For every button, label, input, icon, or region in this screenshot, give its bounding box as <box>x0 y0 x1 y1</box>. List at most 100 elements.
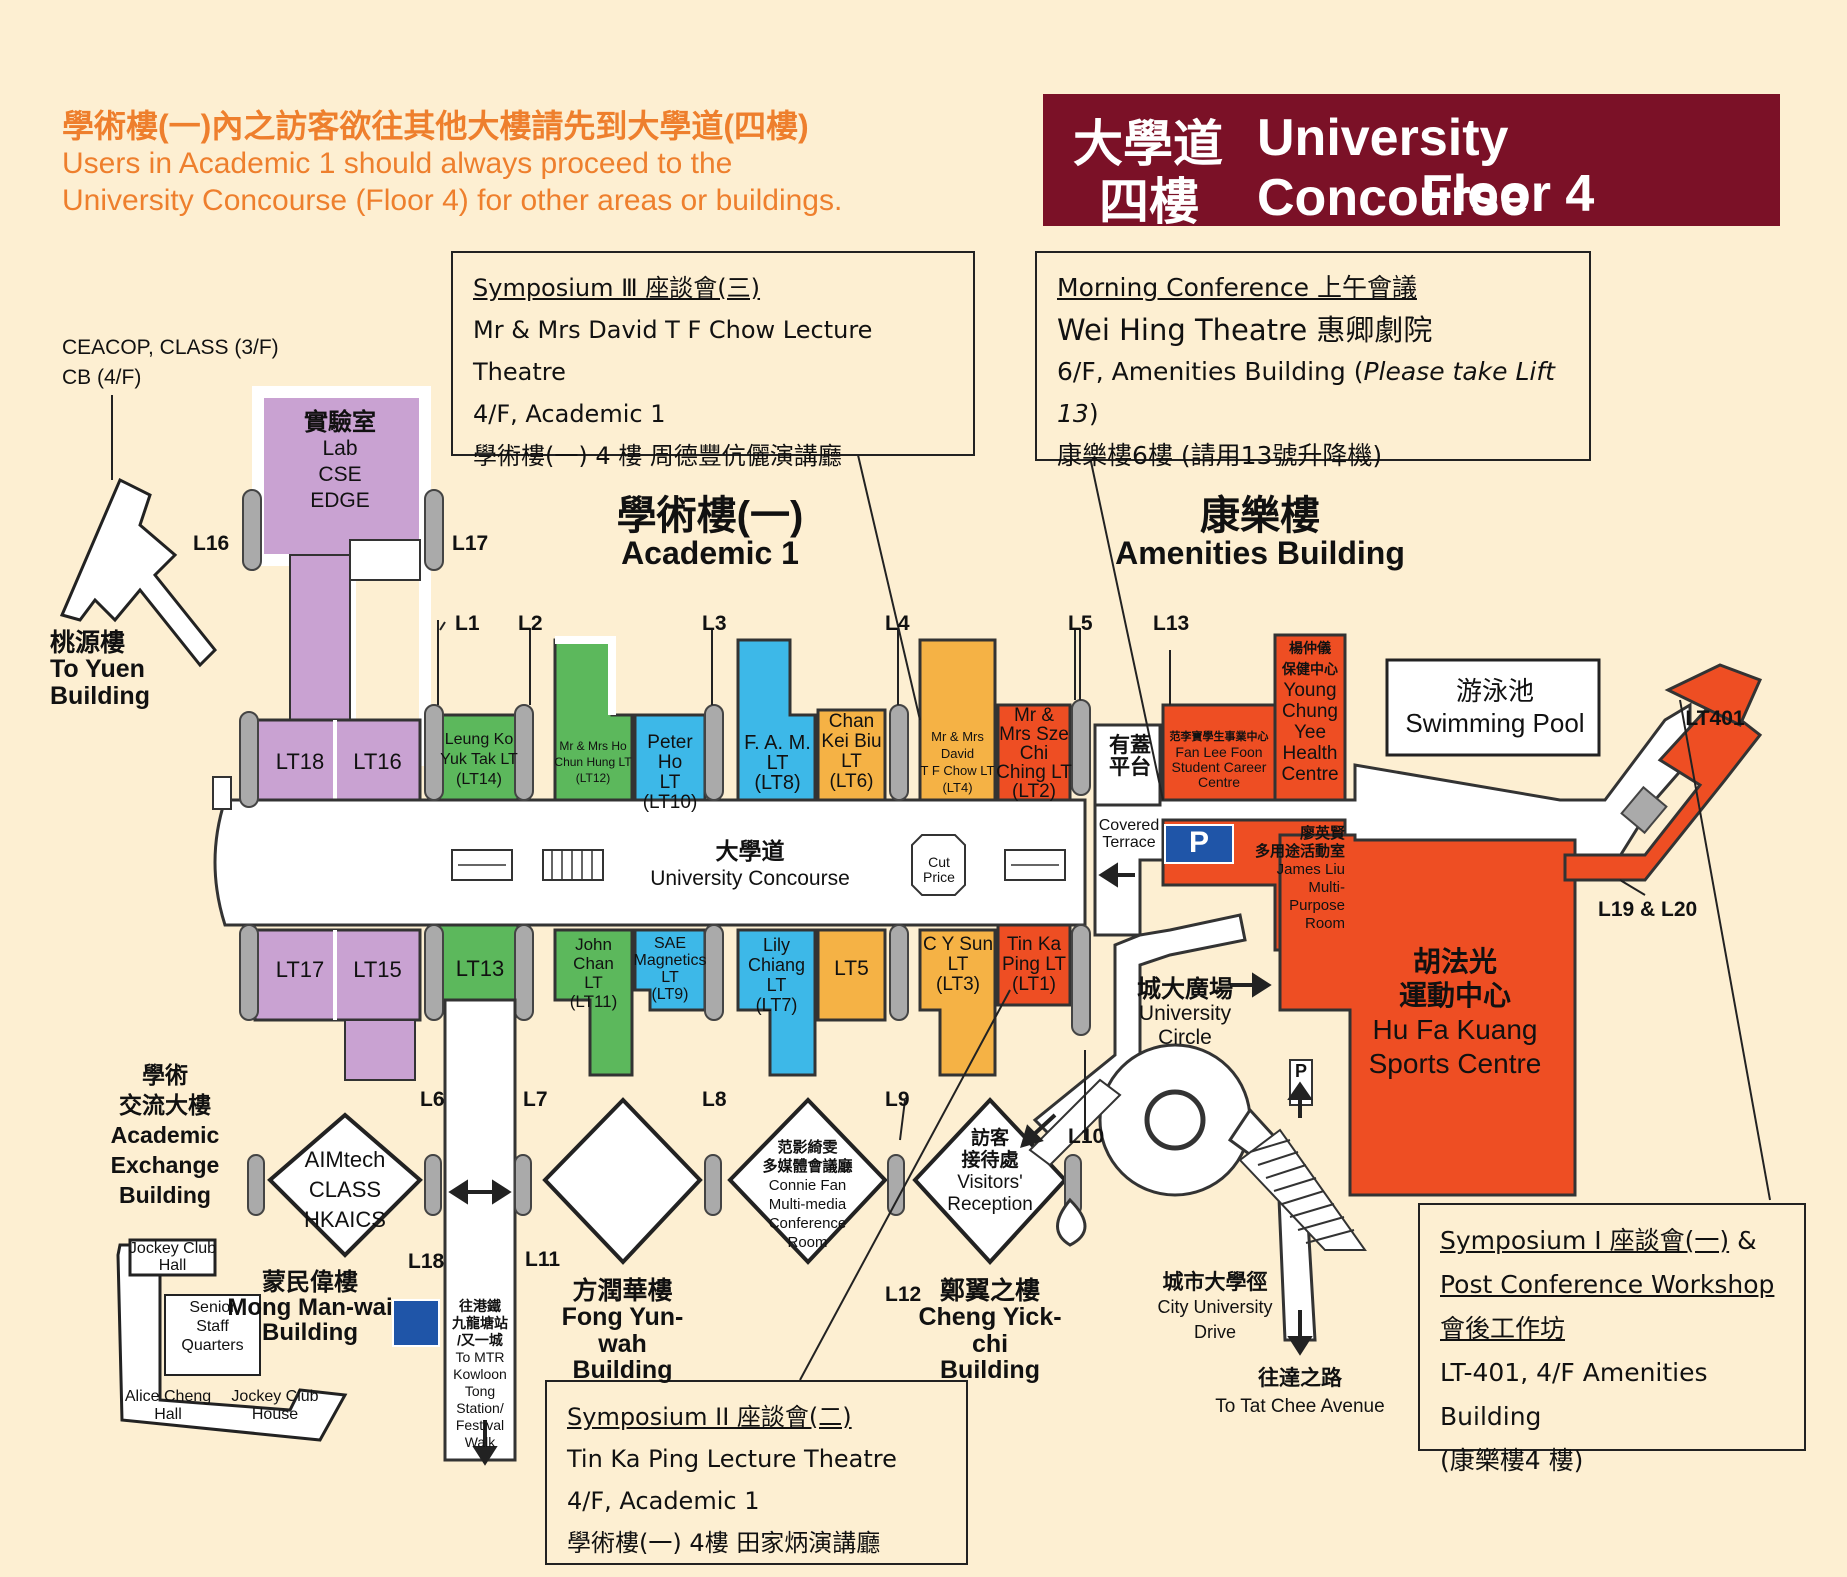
lt6-b: Kei Biu <box>821 731 882 752</box>
lt17-label: LT17 <box>275 957 325 982</box>
mtr-cn-1: 往港鐵 <box>459 1298 501 1314</box>
lt9-a: SAE <box>653 935 686 952</box>
concourse-en: University Concourse <box>650 867 850 890</box>
symposium-2-floor: 4/F, Academic 1 <box>567 1487 760 1515</box>
vr-cn-2: 接待處 <box>961 1150 1019 1171</box>
mtr-en-5: Festival <box>455 1417 505 1433</box>
jchouse-2: House <box>251 1406 299 1423</box>
mmw-cn: 蒙民偉樓 <box>262 1269 358 1296</box>
amenities-cn: 康樂樓 <box>1200 494 1320 538</box>
cf-cn-2: 多媒體會議廳 <box>762 1158 853 1175</box>
parking-icon: P <box>1188 826 1209 859</box>
floor-title: 大學道 四樓 University Concourse Floor 4 <box>1043 94 1780 230</box>
symposium-2-venue-cn: 學術樓(一) 4樓 田家炳演講廳 <box>567 1529 881 1557</box>
cud-en-2: Drive <box>1193 1322 1236 1342</box>
lt1-a: Tin Ka <box>1006 934 1062 955</box>
cud-cn: 城市大學徑 <box>1162 1271 1268 1294</box>
symposium-1-workshop-cn: 會後工作坊 <box>1440 1314 1566 1343</box>
cb-text: CB (4/F) <box>62 366 142 389</box>
title-en-2: Floor 4 <box>1421 165 1595 223</box>
symposium-2-heading: Symposium II 座談會(二) <box>567 1403 852 1431</box>
lt9-b: Magnetics <box>633 952 707 969</box>
cud-en-1: City University <box>1157 1297 1273 1317</box>
james-liu-label: 廖英賢 多用途活動室 James Liu Multi- Purpose Room <box>1230 825 1345 933</box>
lift-l18: L18 <box>408 1250 445 1273</box>
city-university-drive-label: 城市大學徑 City University Drive <box>1150 1270 1280 1345</box>
lt14-label: Leung Ko Yuk Tak LT (LT14) <box>438 730 520 790</box>
lt2-e: (LT2) <box>1012 781 1056 802</box>
lt9-d: (LT9) <box>651 986 689 1003</box>
jch-1: Jockey Club <box>128 1240 217 1257</box>
to-yuen-cn: 桃源樓 <box>50 629 126 657</box>
lt1-c: (LT1) <box>1012 974 1056 995</box>
title-cn-2: 四樓 <box>1099 174 1199 230</box>
jl-cn-1: 廖英賢 <box>1299 825 1345 842</box>
lt10-a: Peter Ho <box>647 732 693 773</box>
jchouse-1: Jockey Club <box>231 1388 319 1405</box>
tca-en: To Tat Chee Avenue <box>1215 1396 1385 1417</box>
jl-en-2: Multi- <box>1308 879 1345 896</box>
mtr-en-6: Walk <box>464 1434 496 1450</box>
lift-l1: L1 <box>455 612 480 635</box>
lt5-label: LT5 <box>834 957 869 980</box>
ycy-en-4: Health <box>1282 743 1338 764</box>
visitors-reception-label: 訪客 接待處 Visitors' Reception <box>920 1128 1060 1216</box>
lt8-b: LT <box>766 752 789 774</box>
lt14-a: Leung Ko <box>444 731 514 748</box>
connie-fan-label: 范影綺雯 多媒體會議廳 Connie Fan Multi-media Confe… <box>755 1138 860 1252</box>
uc-en-1: University <box>1138 1002 1232 1025</box>
morning-floor: 6/F, Amenities Building (Please take Lif… <box>1057 351 1569 435</box>
cf-en-1: Connie Fan <box>768 1177 847 1194</box>
lt2-a: Mr & <box>1013 705 1055 726</box>
covered-en-2: Terrace <box>1102 833 1156 851</box>
lift-l3: L3 <box>702 612 727 635</box>
symposium-3-venue-cn: 學術樓(一) 4 樓 周德豐伉儷演講廳 <box>473 442 842 470</box>
lt7-a: Lily <box>762 935 790 955</box>
vr-en: Visitors' Reception <box>947 1172 1033 1215</box>
lab-en: Lab <box>322 437 358 460</box>
symposium-1-box: Symposium I 座談會(一) & Post Conference Wor… <box>1418 1203 1806 1475</box>
mtr-en-4: Station/ <box>456 1400 504 1416</box>
morning-venue-cn: 康樂樓6樓 (請用13號升降機) <box>1057 441 1383 470</box>
notice-banner: 學術樓(一)內之訪客欲往其他大樓請先到大學道(四樓) Users in Acad… <box>62 108 842 219</box>
lift-l8: L8 <box>702 1088 727 1111</box>
symposium-1-workshop: Post Conference Workshop <box>1440 1270 1775 1299</box>
lt4-c: T F Chow LT <box>920 763 995 778</box>
lt2-c: Chi <box>1019 743 1049 764</box>
ycy-cn-2: 保健中心 <box>1282 661 1338 677</box>
concourse-label: 大學道 University Concourse <box>640 837 860 893</box>
lt8-c: (LT8) <box>754 772 801 794</box>
academic1-en: Academic 1 <box>621 535 799 571</box>
lt12-b: Chun Hung LT <box>554 755 632 769</box>
hu-fa-kuang-label: 胡法光 運動中心 Hu Fa Kuang Sports Centre <box>1355 945 1555 1081</box>
covered-terrace-en: Covered Terrace <box>1098 817 1160 852</box>
notice-en-2: University Concourse (Floor 4) for other… <box>62 184 843 217</box>
lift-l4: L4 <box>885 612 910 635</box>
lab-cse: CSE <box>318 463 362 486</box>
fyw-en-1: Fong Yun-wah <box>561 1303 684 1358</box>
lift-l19-l20: L19 & L20 <box>1598 898 1698 921</box>
uc-en-2: Circle <box>1158 1026 1212 1049</box>
covered-en-1: Covered <box>1098 817 1160 834</box>
ssq-2: Staff <box>196 1318 229 1335</box>
academic1-label: 學術樓(一) Academic 1 <box>600 495 820 571</box>
lt16-label: LT16 <box>353 749 402 774</box>
lift-l5: L5 <box>1068 612 1093 635</box>
ach-1: Alice Cheng <box>124 1388 212 1405</box>
morning-floor-a: 6/F, Amenities Building ( <box>1057 357 1364 386</box>
notice-en-1: Users in Academic 1 should always procee… <box>62 147 733 180</box>
lab-cn: 實驗室 <box>304 409 376 436</box>
mtr-label: 往港鐵 九龍塘站 /又一城 To MTR Kowloon Tong Statio… <box>447 1298 513 1451</box>
lt12-label: Mr & Mrs Ho Chun Hung LT (LT12) <box>552 738 634 786</box>
to-yuen-en-2: Building <box>50 681 150 710</box>
lt7-b: Chiang LT <box>747 955 806 995</box>
aeb-en-2: Exchange <box>110 1152 220 1178</box>
lift-l9: L9 <box>885 1088 910 1111</box>
symposium-1-amp: & <box>1729 1226 1757 1255</box>
symposium-3-heading: Symposium Ⅲ 座談會(三) <box>473 274 761 302</box>
title-en-1: University Concourse <box>1257 109 1529 227</box>
lt13-label: LT13 <box>455 956 505 981</box>
uc-cn: 城大廣場 <box>1137 976 1233 1003</box>
symposium-3-floor: 4/F, Academic 1 <box>473 400 666 428</box>
cf-en-3: Conference <box>768 1215 847 1232</box>
